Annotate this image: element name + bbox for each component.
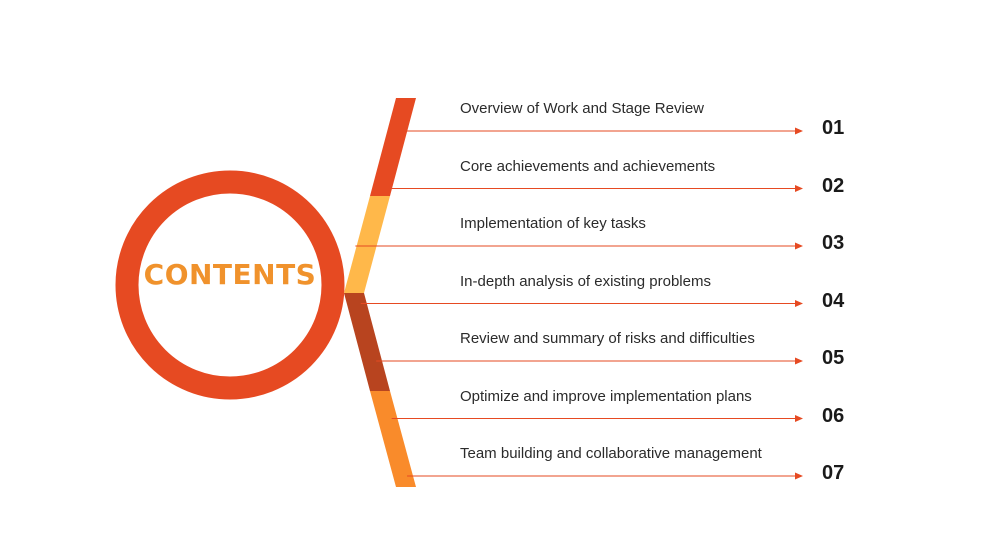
item-label-2: Core achievements and achievements <box>460 157 716 175</box>
item-label-4: In-depth analysis of existing problems <box>460 272 711 290</box>
chevron-segment-1 <box>370 98 416 196</box>
arrow-head-icon-4 <box>795 300 803 307</box>
chevron-segment-4 <box>370 391 416 487</box>
arrow-head-icon-5 <box>795 357 803 365</box>
item-label-1: Overview of Work and Stage Review <box>460 100 704 117</box>
contents-title: CONTENTS <box>143 258 317 291</box>
arrow-head-icon-3 <box>795 242 803 250</box>
arrow-head-icon-2 <box>795 185 803 192</box>
chevron-segment-2 <box>344 196 390 293</box>
arrow-head-icon-7 <box>795 472 803 480</box>
chevron-segment-3 <box>344 293 390 391</box>
arrow-head-icon-6 <box>795 415 803 422</box>
item-number-3: 03 <box>822 232 845 254</box>
item-number-6: 06 <box>822 404 845 427</box>
arrow-head-icon-1 <box>795 127 803 135</box>
item-number-5: 05 <box>822 347 845 369</box>
contents-ring <box>115 170 345 400</box>
item-number-7: 07 <box>822 462 845 484</box>
item-number-4: 04 <box>822 289 845 312</box>
item-number-2: 02 <box>822 174 845 197</box>
item-label-5: Review and summary of risks and difficul… <box>460 330 755 347</box>
item-label-6: Optimize and improve implementation plan… <box>460 387 752 405</box>
item-label-3: Implementation of key tasks <box>460 215 646 232</box>
item-label-7: Team building and collaborative manageme… <box>460 445 762 462</box>
item-number-1: 01 <box>822 117 845 139</box>
